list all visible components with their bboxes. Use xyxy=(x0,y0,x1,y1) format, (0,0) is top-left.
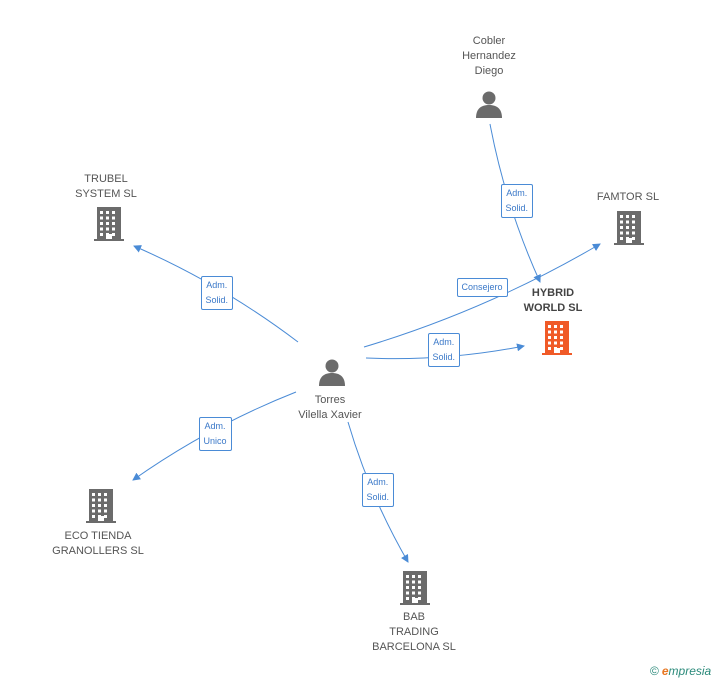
bab-label-line: TRADING xyxy=(389,626,439,638)
bab-label-line: BARCELONA SL xyxy=(372,641,456,653)
brand-name: mpresia xyxy=(668,664,712,678)
cobler-label-line: Diego xyxy=(474,65,504,77)
edge-label-torres-trubel[interactable]: Adm.Solid. xyxy=(200,276,234,310)
edge-label-cobler-hybrid[interactable]: Adm.Solid. xyxy=(500,184,534,218)
edge-torres-famtor xyxy=(363,243,601,348)
footer-brand: ©empresia xyxy=(650,664,711,678)
cobler-label-line: Cobler xyxy=(472,35,506,47)
torres-person-icon[interactable] xyxy=(317,357,347,392)
eco-label-line: ECO TIENDA xyxy=(64,530,132,542)
trubel-building-icon[interactable] xyxy=(94,207,124,246)
eco-label-line: GRANOLLERS SL xyxy=(52,545,144,557)
copyright-symbol: © xyxy=(650,664,659,678)
hybrid-building-icon[interactable] xyxy=(542,321,572,360)
edge-label-torres-famtor[interactable]: Consejero xyxy=(456,277,508,297)
torres-label-line: Torres xyxy=(314,394,346,406)
eco-label[interactable]: ECO TIENDA GRANOLLERS SL xyxy=(43,529,153,559)
cobler-label-line: Hernandez xyxy=(462,50,516,62)
hybrid-label-line: HYBRID xyxy=(531,287,575,299)
bab-building-icon[interactable] xyxy=(400,571,430,610)
famtor-building-icon[interactable] xyxy=(614,211,644,250)
eco-building-icon[interactable] xyxy=(86,489,116,528)
trubel-label-line: SYSTEM SL xyxy=(75,188,137,200)
trubel-label[interactable]: TRUBEL SYSTEM SL xyxy=(61,172,151,202)
trubel-label-line: TRUBEL xyxy=(84,173,128,185)
famtor-label[interactable]: FAMTOR SL xyxy=(583,190,673,205)
hybrid-label-line: WORLD SL xyxy=(523,302,583,314)
hybrid-label[interactable]: HYBRID WORLD SL xyxy=(508,286,598,316)
cobler-person-icon[interactable] xyxy=(474,89,504,124)
brand-e: e xyxy=(661,664,669,678)
edge-label-torres-hybrid[interactable]: Adm.Solid. xyxy=(427,333,461,367)
bab-label[interactable]: BAB TRADING BARCELONA SL xyxy=(359,610,469,655)
edge-label-torres-eco[interactable]: Adm.Unico xyxy=(198,417,232,451)
famtor-label-line: FAMTOR SL xyxy=(596,191,660,203)
edge-label-torres-bab[interactable]: Adm.Solid. xyxy=(361,473,395,507)
torres-label-line: Vilella Xavier xyxy=(298,409,362,421)
bab-label-line: BAB xyxy=(402,611,425,623)
